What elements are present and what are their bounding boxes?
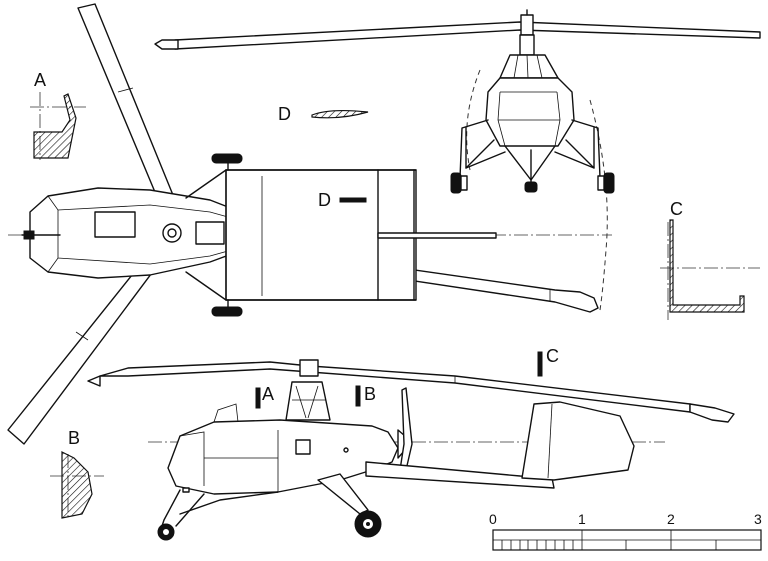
scale-tick-2: 2 [667, 511, 675, 527]
front-fuselage [485, 77, 575, 147]
side-rotor-blade [99, 361, 691, 413]
section-b-detail [50, 451, 104, 520]
section-c-detail [660, 219, 760, 320]
callout-a-marker [255, 387, 261, 409]
front-view [154, 9, 761, 311]
front-rotor-blade [174, 21, 761, 50]
section-d-marker [339, 197, 367, 203]
callout-b-label: B [364, 384, 376, 404]
scale-tick-0: 0 [489, 511, 497, 527]
scale-tick-1: 1 [578, 511, 586, 527]
callout-c-marker [537, 351, 543, 377]
front-canopy [499, 54, 559, 79]
scale-bar: 0 1 2 3 [489, 511, 762, 551]
callout-b-marker [355, 385, 361, 407]
section-a-label: A [34, 70, 46, 90]
side-propeller [399, 387, 413, 471]
section-d-label: D [278, 104, 291, 124]
section-b-label: B [68, 428, 80, 448]
callout-a-label: A [262, 384, 274, 404]
top-view [7, 3, 612, 445]
section-d-detail [311, 109, 369, 119]
callout-d-label: D [318, 190, 331, 210]
section-c-label: C [670, 199, 683, 219]
callout-c-label: C [546, 346, 559, 366]
side-tail-boom [365, 461, 555, 489]
side-fuselage [167, 419, 399, 495]
section-a-detail [30, 92, 86, 160]
side-view [87, 351, 735, 541]
side-tail-fin [521, 401, 635, 481]
scale-tick-3: 3 [754, 511, 762, 527]
